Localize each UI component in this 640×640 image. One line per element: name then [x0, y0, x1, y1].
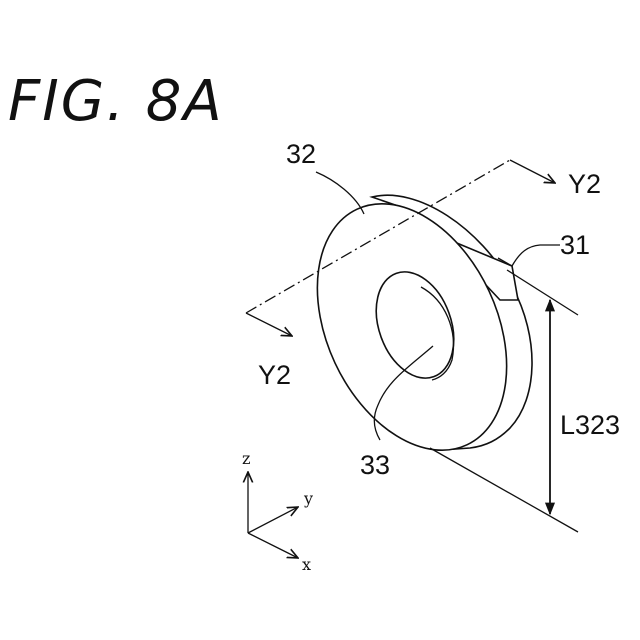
axis-label-z: z — [242, 449, 250, 468]
leader-line-31 — [512, 245, 560, 266]
label-33: 33 — [360, 450, 390, 480]
figure-title: FIG. 8A — [8, 69, 224, 134]
label-32: 32 — [286, 139, 316, 169]
coordinate-axes: z y x — [242, 449, 313, 574]
label-y2-top: Y2 — [568, 169, 601, 199]
leader-line-32 — [316, 172, 364, 214]
axis-label-y: y — [303, 489, 313, 508]
axis-label-x: x — [302, 555, 311, 574]
washer-part — [280, 173, 544, 480]
label-31: 31 — [560, 230, 590, 260]
label-l323: L323 — [560, 410, 620, 440]
label-y2-bottom: Y2 — [258, 360, 291, 390]
